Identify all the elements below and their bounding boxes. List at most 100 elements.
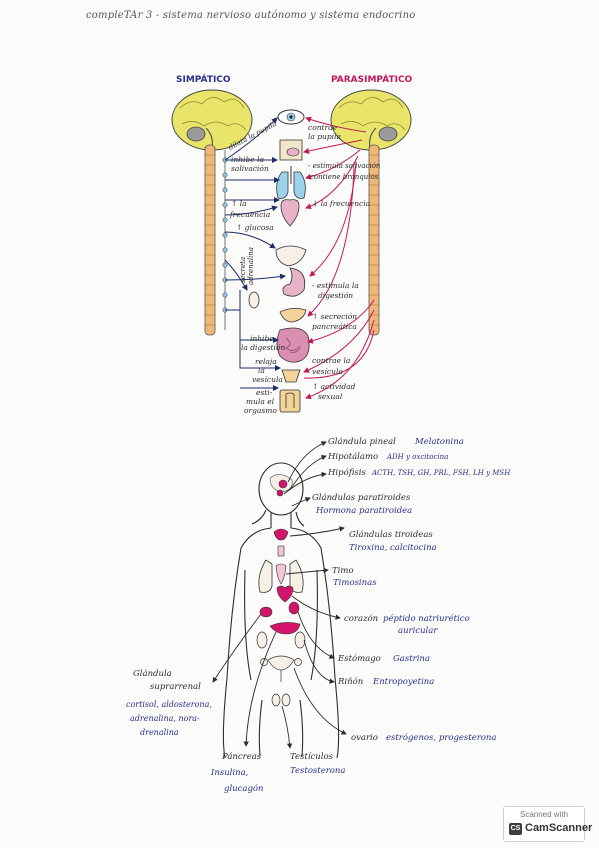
gland-hipofisis (276, 489, 284, 497)
label-hipofisis-gland: Hipófisis (327, 467, 366, 478)
label-relaja-2: la (258, 366, 265, 375)
label-testiculos-gland: Testículos (290, 751, 334, 762)
label-timo-gland: Timo (332, 566, 354, 576)
endocrine-lung-left (258, 559, 273, 593)
label-tiroides-gland: Glándulas tiroideas (349, 529, 433, 540)
label-secreta: secreta (239, 257, 247, 283)
label-hipotalamo-gland: Hipotálamo (327, 451, 378, 462)
label-secrecion-2: pancreática (312, 322, 357, 331)
organ-genitals (279, 389, 301, 413)
label-secrecion-1: ↑ secreción (312, 312, 357, 321)
label-relaja-3: vesícula (252, 375, 283, 384)
label-estimula-salivacion: - estimula salivación (308, 162, 381, 170)
label-timo-hormone: Timosinas (333, 578, 377, 588)
label-pineal-gland: Glándula pineal (328, 436, 396, 447)
organ-eye (277, 109, 305, 125)
label-suprarrenal-hormone-3: drenalina (140, 728, 179, 737)
sympathetic-title: SIMPÁTICO (176, 73, 231, 85)
gland-rinon (294, 631, 306, 649)
label-suprarrenal-hormone-2: adrenalina, nora- (130, 714, 200, 723)
autonomic-diagram: SIMPÁTICO PARASIMPÁTICO (171, 73, 413, 415)
sympathetic-ganglion-chain (222, 150, 228, 330)
label-contrae-vesicula-1: contrae la (312, 356, 350, 365)
organ-salivary-gland (279, 139, 303, 161)
label-estomago-hormone: Gastrina (393, 654, 430, 664)
label-ovario-gland: ovario (351, 733, 378, 743)
label-hipotalamo-hormone: ADH y oxcitocina (386, 453, 448, 461)
label-tiroides-hormone: Tiroxina, calcitocina (349, 543, 437, 553)
endocrine-labels: Glándula pineal Melatonina Hipotálamo AD… (126, 436, 511, 794)
camscanner-logo-icon: CS (509, 823, 522, 835)
label-hipofisis-hormone: ACTH, TSH, GH, PRL, FSH, LH y MSH (371, 469, 511, 477)
label-glucosa: ↑ glucosa (236, 223, 274, 232)
label-orgasmo-2: mula el (246, 397, 275, 406)
label-actividad-sexual-1: ↑ actividad (312, 382, 356, 391)
label-suprarrenal-gland-1: Glándula (133, 668, 172, 679)
label-contiene-bronquios: contiene bronquios (310, 173, 379, 181)
endocrine-leader-lines (212, 441, 347, 749)
label-suprarrenal-gland-2: suprarrenal (150, 682, 201, 692)
parasympathetic-brain (330, 89, 412, 151)
organ-bladder (281, 369, 301, 383)
gland-pineal (278, 479, 288, 489)
gland-timo (275, 563, 287, 585)
label-pancreas-hormone-1: Insulina, (210, 768, 249, 778)
label-contrae-vesicula-2: vesícula (312, 367, 343, 376)
label-parasympathetic-frecuencia: ↓ la frecuencia (312, 199, 370, 208)
label-inhibe-digestion-1: inhibe (250, 334, 274, 343)
organ-heart (280, 199, 300, 227)
label-frecuencia-2: frecuencia (229, 210, 270, 219)
label-contrae-pupila-1: contrae (308, 123, 338, 132)
parasympathetic-labels: contrae la pupila - estimula salivación … (308, 123, 381, 401)
organ-stomach (282, 267, 306, 297)
parasympathetic-spinal-cord (368, 144, 380, 336)
label-testiculos-hormone: Testosterona (290, 766, 345, 776)
label-rinon-gland: Riñón (337, 676, 363, 687)
label-relaja-1: relaja (255, 357, 277, 366)
label-inhibe-salivacion-2: salivación (231, 164, 269, 173)
camscanner-badge: Scanned with CS CamScanner (503, 806, 592, 842)
label-ovario-hormone: estrógenos, progesterona (386, 732, 496, 743)
label-frecuencia-1: ↑ la (231, 199, 247, 208)
label-contrae-pupila-2: la pupila (308, 132, 341, 141)
label-rinon-hormone: Entropoyetina (372, 677, 434, 687)
label-orgasmo-1: esti- (256, 388, 273, 397)
label-corazon-hormone-2: auricular (398, 626, 438, 636)
page-title: compleTAr 3 - sistema nervioso autónomo … (86, 10, 416, 21)
label-estomago-gland: Estómago (337, 653, 381, 664)
gland-corazon (276, 585, 294, 603)
label-estimula-digestion-2: digestión (318, 291, 353, 300)
camscanner-name: CamScanner (525, 822, 593, 834)
organ-liver (275, 245, 307, 267)
organ-lungs (276, 166, 306, 199)
label-pineal-hormone: Melatonina (414, 437, 464, 447)
label-corazon-hormone-1: péptido natriurético (383, 613, 470, 624)
label-inhibe-digestion-2: la digestión (241, 343, 285, 352)
sympathetic-labels: dilata la pupila inhibe la salivación ↑ … (227, 120, 285, 415)
label-actividad-sexual-2: sexual (318, 392, 343, 401)
scanned-with-text: Scanned with (519, 810, 569, 819)
label-estimula-digestion-1: - estimula la (312, 281, 359, 290)
label-paratiroides-gland: Glándulas paratiroides (312, 492, 411, 503)
label-orgasmo-3: orgasmo (244, 406, 277, 415)
endocrine-diagram: Glándula pineal Melatonina Hipotálamo AD… (126, 436, 511, 794)
label-pancreas-hormone-2: glucagón (224, 783, 264, 794)
gland-paratiroides (277, 545, 285, 557)
sympathetic-nerves (224, 117, 286, 391)
organ-pancreas (279, 308, 307, 323)
gland-ovario (260, 655, 302, 682)
gland-tiroides (273, 528, 289, 541)
label-corazon-gland: corazón (344, 613, 378, 624)
gland-pancreas (269, 622, 301, 635)
label-inhibe-salivacion-1: inhibe la (231, 155, 264, 164)
sympathetic-spinal-cord (204, 144, 216, 336)
gland-testiculos (271, 693, 291, 707)
label-pancreas-gland: Páncreas (221, 751, 262, 762)
parasympathetic-title: PARASIMPÁTICO (331, 73, 413, 85)
organ-intestine (276, 327, 310, 363)
sympathetic-brain (171, 89, 253, 151)
label-suprarrenal-hormone-1: cortisol, aldosterona, (126, 700, 212, 709)
label-paratiroides-hormone: Hormona paratiroidea (315, 506, 412, 516)
label-adrenalina: adrenalina (247, 247, 255, 285)
